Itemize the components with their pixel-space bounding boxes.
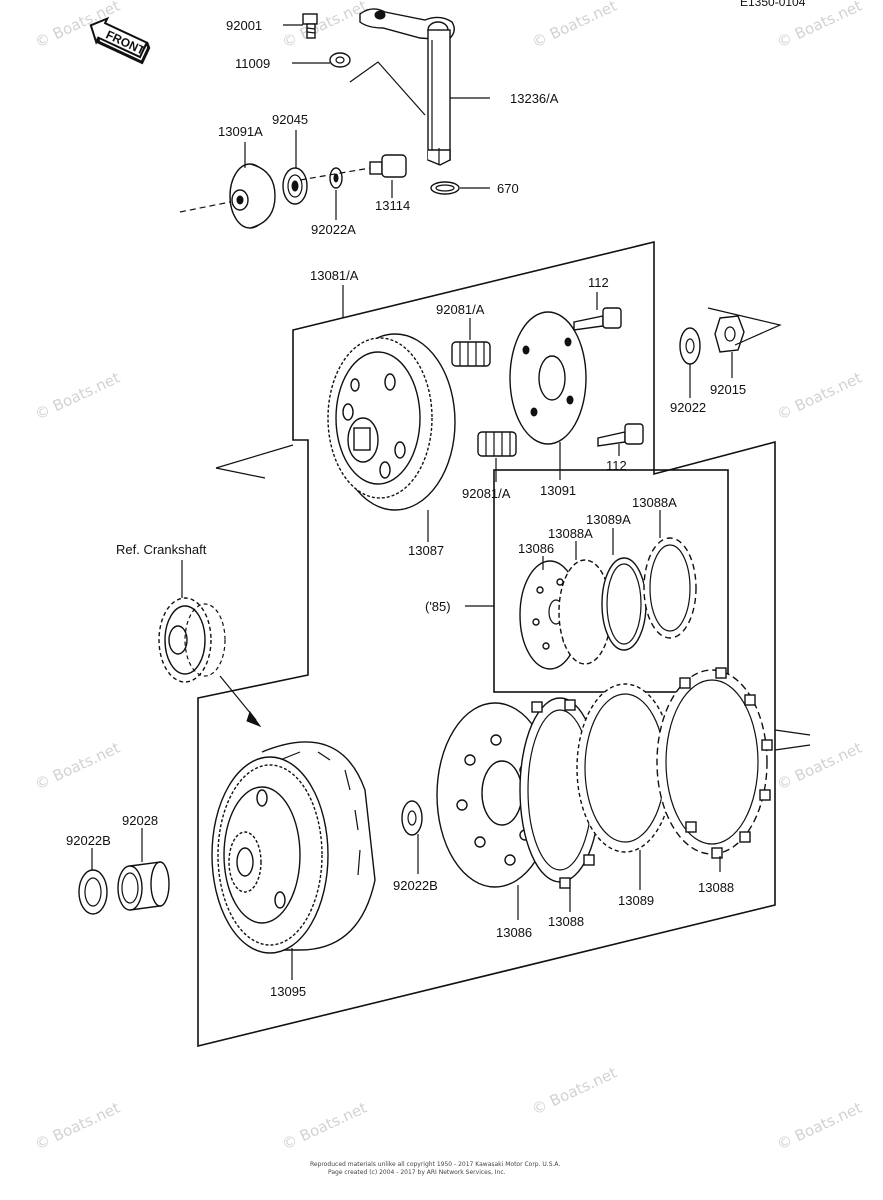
plate-13091A: [229, 163, 276, 229]
part-label-13091: 13091: [540, 483, 576, 498]
watermark: © Boats.net: [529, 0, 620, 52]
part-label-13114: 13114: [375, 198, 410, 213]
bushing-92028: [117, 861, 170, 911]
part-label-92001: 92001: [226, 18, 262, 33]
bolt-112-top: [573, 307, 622, 331]
watermark: © Boats.net: [774, 369, 865, 424]
part-label-92022B-right: 92022B: [393, 878, 438, 893]
part-label-92081A-top: 92081/A: [436, 302, 485, 317]
pusher-13114: [369, 154, 407, 178]
part-label-13088A-left: 13088A: [548, 526, 593, 541]
part-label-13089-bottom: 13089: [618, 893, 654, 908]
part-label-13236A: 13236/A: [510, 91, 559, 106]
watermark: © Boats.net: [774, 1099, 865, 1154]
document-code: E1350-0104: [740, 0, 806, 9]
watermark: © Boats.net: [529, 1064, 620, 1119]
washer-11009: [329, 52, 351, 68]
watermark: © Boats.net: [32, 739, 123, 794]
part-label-13095: 13095: [270, 984, 306, 999]
screw-92001: [302, 13, 318, 39]
part-label-13088-right: 13088: [698, 880, 734, 895]
year-note: ('85): [425, 599, 451, 614]
watermark: © Boats.net: [32, 369, 123, 424]
part-label-92022A: 92022A: [311, 222, 356, 237]
watermark: © Boats.net: [774, 739, 865, 794]
part-label-13086-small: 13086: [518, 541, 554, 556]
friction-plate-13088-right: [656, 667, 773, 859]
footer-line-2: Page created (c) 2004 - 2017 by ARI Netw…: [328, 1169, 506, 1176]
part-label-13089A: 13089A: [586, 512, 631, 527]
washer-92022B-left: [78, 869, 108, 915]
clutch-85-set: [519, 537, 697, 670]
part-label-92022B-left: 92022B: [66, 833, 111, 848]
part-label-13091A: 13091A: [218, 124, 263, 139]
crankshaft-gear: [158, 597, 226, 683]
spring-92081A-bottom: [477, 431, 517, 457]
assembly-frame-upper: [197, 240, 776, 1048]
part-label-92045: 92045: [272, 112, 308, 127]
part-label-92081A-bottom: 92081/A: [462, 486, 511, 501]
bearing-92045: [282, 167, 308, 205]
release-lever-group: 92001 11009 13236/A 670 13114: [179, 8, 559, 237]
part-label-13081A: 13081/A: [310, 268, 359, 283]
part-label-13088A-right: 13088A: [632, 495, 677, 510]
part-label-11009: 11009: [235, 56, 270, 71]
part-label-13088-bottom: 13088: [548, 914, 584, 929]
part-label-92015: 92015: [710, 382, 746, 397]
arrow-icon: [246, 710, 262, 728]
part-label-670: 670: [497, 181, 519, 196]
circlip-670: [430, 181, 460, 195]
nut-92015: [714, 315, 745, 353]
footer-line-1: Reproduced materials unlike all copyrigh…: [310, 1161, 560, 1168]
washer-92022B-right: [401, 800, 423, 836]
ref-crankshaft-label: Ref. Crankshaft: [116, 542, 207, 557]
part-label-112-top: 112: [588, 275, 609, 290]
bolt-112-bottom: [597, 423, 644, 447]
clutch-hub-13087: [327, 333, 456, 511]
clutch-housing-13095: [211, 741, 376, 954]
part-label-13086-big: 13086: [496, 925, 532, 940]
pressure-plate-13091: [509, 311, 587, 445]
part-label-92028: 92028: [122, 813, 158, 828]
lever-13236A: [359, 8, 455, 166]
part-label-92022: 92022: [670, 400, 706, 415]
watermark: © Boats.net: [32, 1099, 123, 1154]
watermark-layer: © Boats.net © Boats.net © Boats.net © Bo…: [32, 0, 865, 1154]
part-label-13087: 13087: [408, 543, 444, 558]
watermark: © Boats.net: [279, 1099, 370, 1154]
spring-92081A-top: [451, 341, 491, 367]
washer-92022: [679, 327, 701, 365]
watermark: © Boats.net: [279, 0, 370, 52]
